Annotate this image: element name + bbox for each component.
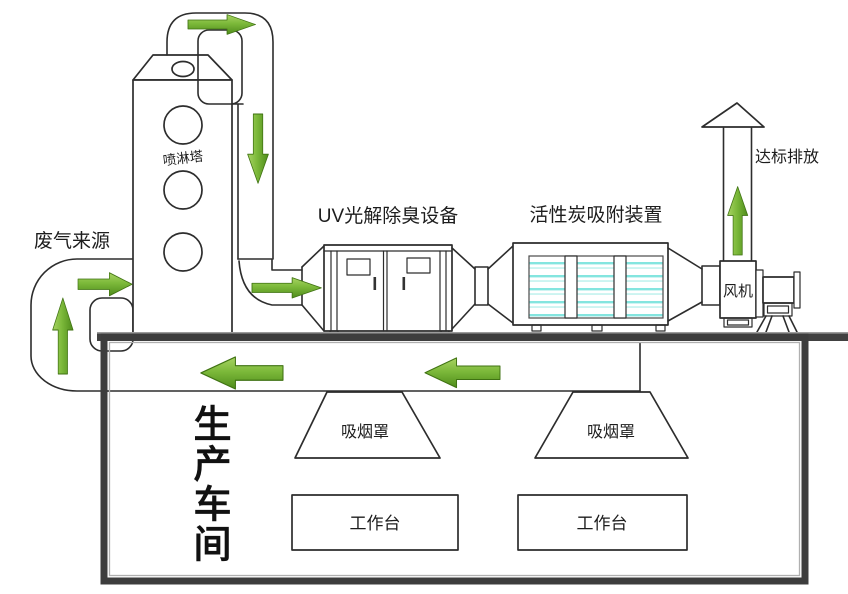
diagram-labels: 废气来源 UV光解除臭设备 活性炭吸附装置 达标排放 <box>34 148 819 252</box>
inlet-slant-top <box>301 245 325 268</box>
arch-outer <box>166 12 274 260</box>
carbon-device-label: 活性炭吸附装置 <box>529 204 662 226</box>
uv-device-label: UV光解除臭设备 <box>318 205 458 227</box>
fan-housing <box>719 260 757 319</box>
motor-support-inner <box>766 305 790 314</box>
flow-arrow-pipe-down <box>247 113 269 184</box>
flow-arrow-arch-right <box>187 14 256 35</box>
flow-arrow-elbow-right <box>251 277 322 299</box>
waste-gas-source-label: 废气来源 <box>34 230 110 252</box>
connector-slant-2 <box>451 303 476 330</box>
workshop-label: 生产车间 <box>187 404 229 564</box>
fan-label: 风机 <box>723 283 753 300</box>
tower-outlet-pipe <box>166 12 325 332</box>
uv-door-handle-2 <box>402 277 406 290</box>
carbon-foot-1 <box>531 324 542 332</box>
motor-leg-1 <box>756 315 767 333</box>
fan-inlet-collar <box>701 265 721 306</box>
inlet-slant-bottom <box>301 304 325 332</box>
workshop-wall-bevel <box>108 341 801 577</box>
spray-tower-label: 喷淋塔 <box>162 149 205 169</box>
carbon-divider-1 <box>564 255 578 319</box>
motor-leg-2 <box>788 315 798 333</box>
motor-flange-left <box>755 269 764 318</box>
connector-slant-4 <box>487 303 514 324</box>
carbon-filter-window <box>528 255 664 319</box>
carbon-outlet-slant-2 <box>667 301 703 322</box>
carbon-divider-2 <box>613 255 627 319</box>
ground-highlight <box>97 332 848 334</box>
activated-carbon-unit <box>512 242 721 332</box>
tower-port-1 <box>163 105 203 145</box>
workbench-2 <box>517 494 688 551</box>
smoke-hood-1 <box>294 391 441 459</box>
emission-label: 达标排放 <box>755 148 819 166</box>
flow-arrow-duct-left-2 <box>424 357 501 389</box>
spray-tower: 喷淋塔 <box>132 54 233 338</box>
workbench-1-label: 工作台 <box>350 514 401 533</box>
fan-base-inner <box>726 319 750 326</box>
smoke-hood-2-label: 吸烟罩 <box>587 423 635 441</box>
carbon-foot-2 <box>591 324 603 332</box>
connector-slant-1 <box>451 247 476 270</box>
motor-flange-right <box>793 271 801 309</box>
flow-arrow-duct-left-1 <box>200 356 284 390</box>
uv-door-window-2 <box>406 257 431 274</box>
tower-port-2 <box>163 170 203 210</box>
uv-door-window-1 <box>346 258 371 276</box>
fan-base <box>723 317 753 328</box>
elbow-curve <box>238 260 303 306</box>
carbon-foot-3 <box>655 324 666 332</box>
fan-unit: 风机 <box>701 102 801 333</box>
motor-body <box>762 276 795 304</box>
production-workshop: 吸烟罩 吸烟罩 工作台 工作台 <box>100 333 809 585</box>
workbench-1 <box>291 494 459 551</box>
stack-rain-cap <box>701 102 765 128</box>
motor-leg-3 <box>765 315 773 333</box>
workshop-wall <box>100 333 809 585</box>
uv-carbon-connector <box>451 245 514 330</box>
connector-slant-3 <box>487 245 514 270</box>
motor-leg-4 <box>782 315 790 333</box>
flow-arrow-curve-up <box>52 297 74 375</box>
arch-inner <box>197 29 243 105</box>
tower-top-port <box>171 60 195 78</box>
duct-outer-curve <box>30 258 134 392</box>
smoke-hood-2 <box>534 391 689 459</box>
uv-photolysis-unit <box>323 244 453 338</box>
elbow-top <box>237 258 303 271</box>
smoke-hood-1-label: 吸烟罩 <box>341 423 389 441</box>
flow-arrow-curve-right <box>77 272 133 297</box>
workbench-2-label: 工作台 <box>577 514 628 533</box>
uv-door-handle-1 <box>373 277 377 290</box>
motor-support <box>763 302 793 317</box>
connector-collar <box>474 266 489 306</box>
tower-port-3 <box>163 232 203 272</box>
uv-cabinet <box>323 244 453 332</box>
carbon-outlet-slant-1 <box>667 247 703 270</box>
